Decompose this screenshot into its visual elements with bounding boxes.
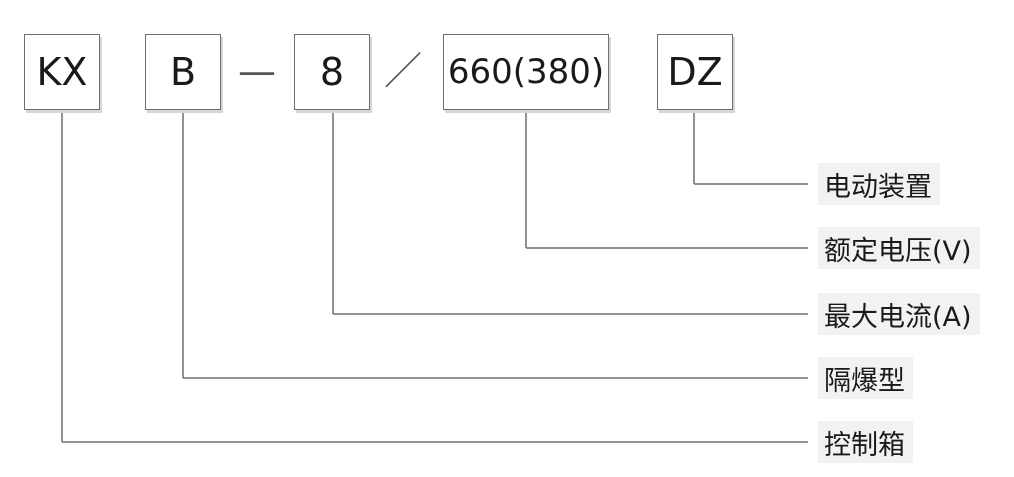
code-box-dz: DZ	[657, 34, 733, 110]
code-text-kx: KX	[36, 50, 88, 94]
label-text-explosion-proof: 隔爆型	[824, 365, 905, 397]
label-max-current: 最大电流(A)	[818, 293, 980, 335]
label-text-electric-device: 电动装置	[824, 171, 932, 203]
code-text-voltage: 660(380)	[447, 52, 605, 92]
label-text-max-current: 最大电流(A)	[824, 301, 972, 333]
code-box-current: 8	[294, 34, 370, 110]
code-box-voltage: 660(380)	[443, 34, 609, 110]
code-box-kx: KX	[24, 34, 100, 110]
code-box-b: B	[145, 34, 221, 110]
label-text-control-box: 控制箱	[824, 429, 905, 461]
separator-dash: —	[238, 49, 276, 93]
separator-slash: ／	[384, 49, 423, 93]
label-text-rated-voltage: 额定电压(V)	[824, 235, 972, 267]
label-electric-device: 电动装置	[818, 163, 940, 205]
label-explosion-proof: 隔爆型	[818, 357, 913, 399]
code-text-dz: DZ	[667, 50, 723, 94]
label-rated-voltage: 额定电压(V)	[818, 227, 980, 269]
code-text-b: B	[169, 50, 197, 94]
code-text-current: 8	[319, 50, 345, 94]
label-control-box: 控制箱	[818, 421, 913, 463]
